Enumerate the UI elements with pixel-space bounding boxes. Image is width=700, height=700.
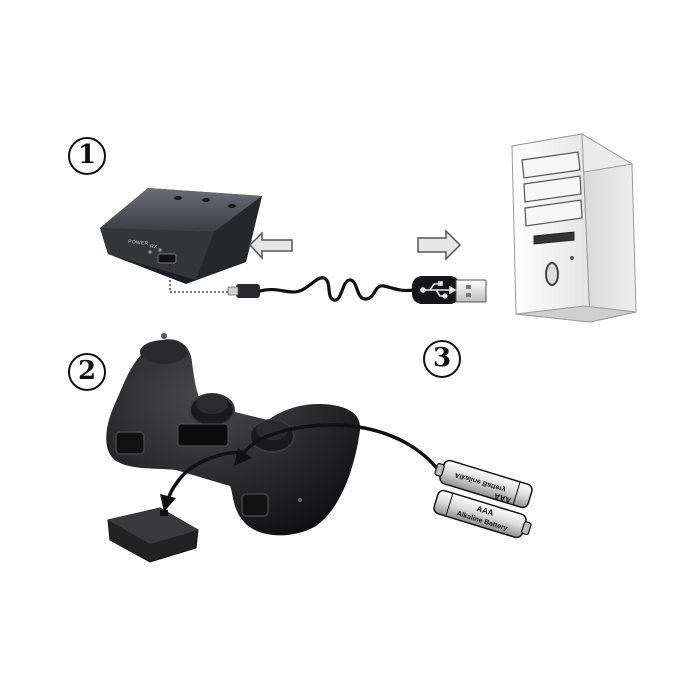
usb-symbol-icon bbox=[420, 281, 457, 299]
battery-cover bbox=[107, 507, 199, 563]
step-3-number: 3 bbox=[423, 340, 461, 378]
dpad-icon bbox=[115, 431, 145, 455]
usb-receiver bbox=[100, 188, 262, 284]
connection-guide-line bbox=[169, 264, 236, 293]
battery-compartment bbox=[177, 423, 229, 447]
power-button-icon bbox=[545, 262, 559, 286]
receiver-rx-label: RX bbox=[149, 243, 158, 251]
gamepad-controller bbox=[106, 333, 361, 536]
usb-cable bbox=[227, 276, 487, 304]
battery-top: Alkaline Battery AAA bbox=[434, 459, 533, 509]
mini-usb-port bbox=[157, 253, 177, 264]
arrow-right-icon bbox=[417, 229, 462, 261]
step-1-number: 1 bbox=[68, 137, 106, 175]
desktop-pc bbox=[510, 133, 637, 323]
insert-battery-arrow bbox=[238, 423, 442, 474]
step-2-number: 2 bbox=[68, 353, 106, 391]
arrow-left-icon bbox=[248, 231, 293, 260]
